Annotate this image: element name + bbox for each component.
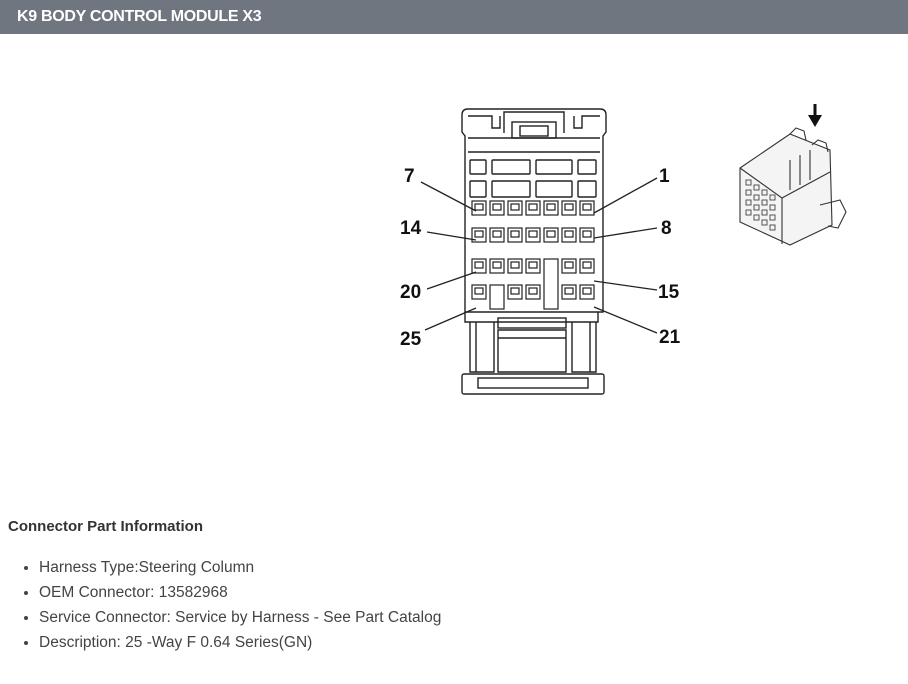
pin-label-15: 15 [658,282,680,303]
info-item-harness-type: Harness Type:Steering Column [39,555,888,580]
cavity-row-4 [471,284,595,300]
polarization-slot [489,284,505,310]
title-bar: K9 BODY CONTROL MODULE X3 [0,0,908,34]
info-heading: Connector Part Information [8,518,204,535]
isometric-cavity-grid [745,179,776,231]
pin-label-7: 7 [404,166,415,187]
pin-label-1: 1 [659,166,670,187]
down-arrow-icon [808,104,822,127]
cavity-row-3 [471,258,595,274]
pin-label-8: 8 [661,218,672,239]
info-item-service-connector: Service Connector: Service by Harness - … [39,605,888,630]
connector-diagram: 7 1 14 8 20 15 25 21 [400,104,847,395]
leader-lines [420,177,658,334]
cavity-row-1 [471,200,595,216]
page-title: K9 BODY CONTROL MODULE X3 [17,8,262,25]
cavity-row-2 [471,227,595,243]
connector-isometric-view [739,127,847,246]
pin-label-14: 14 [400,218,422,239]
pin-label-25: 25 [400,329,422,350]
info-item-description: Description: 25 -Way F 0.64 Series(GN) [39,630,888,655]
connector-face-view [461,108,607,395]
pin-label-20: 20 [400,282,421,303]
connector-part-information: Connector Part Information Harness Type:… [8,518,888,655]
info-list: Harness Type:Steering Column OEM Connect… [8,555,888,655]
info-item-oem-connector: OEM Connector: 13582968 [39,580,888,605]
terminal-cavities [471,200,595,310]
key-slot [543,258,559,310]
pin-label-21: 21 [659,327,681,348]
